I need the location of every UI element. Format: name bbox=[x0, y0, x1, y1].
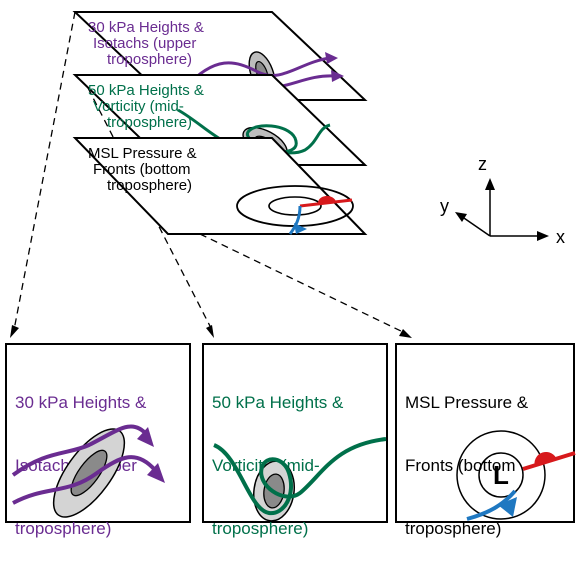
panel-upper: 30 kPa Heights & Isotachs (upper troposp… bbox=[5, 343, 191, 538]
stacked-layers-diagram: 30 kPa Heights & Isotachs (upper troposp… bbox=[10, 11, 565, 338]
panel-lower-label-line1: MSL Pressure & bbox=[405, 393, 529, 412]
layer-lower-label-line1: MSL Pressure & bbox=[88, 145, 197, 162]
panel-middle: 50 kPa Heights & Vorticity (mid- troposp… bbox=[202, 343, 388, 538]
panel-upper-arrow-2 bbox=[147, 463, 165, 483]
panel-lower-isobar-inner bbox=[478, 452, 524, 498]
z-axis-arrowhead bbox=[485, 178, 495, 190]
arrowhead-upper bbox=[10, 325, 19, 338]
panel-middle-art bbox=[213, 437, 387, 522]
layer-lower-plane bbox=[72, 137, 368, 235]
y-axis bbox=[460, 215, 491, 237]
panel-upper-contour-1 bbox=[11, 424, 149, 477]
upper-height-contour-1 bbox=[183, 56, 331, 90]
layer-upper-label-line3: troposphere) bbox=[107, 51, 192, 68]
panel-middle-contour bbox=[213, 437, 387, 516]
panel-lower-isobar-outer bbox=[456, 430, 546, 520]
projection-arrowheads bbox=[10, 325, 412, 338]
axes-arrowheads bbox=[455, 178, 549, 241]
layer-lower-label-line3: troposphere) bbox=[107, 177, 192, 194]
lower-cold-front bbox=[288, 205, 302, 235]
panel-upper-contour-2 bbox=[12, 455, 157, 505]
x-axis-label: x bbox=[556, 227, 565, 247]
x-axis-arrowhead bbox=[537, 231, 549, 241]
panel-lower-art: L bbox=[456, 430, 576, 521]
panel-lower-low-symbol: L bbox=[493, 460, 509, 490]
arrowhead-lower bbox=[399, 329, 412, 338]
z-axis-label: z bbox=[478, 154, 487, 174]
y-axis-arrowhead bbox=[455, 212, 467, 222]
panel-lower-warm-front-semicircle bbox=[534, 451, 557, 467]
layer-upper-label-line2: Isotachs (upper bbox=[93, 35, 196, 52]
arrowhead-middle bbox=[206, 325, 214, 338]
projection-line-lower bbox=[199, 233, 406, 334]
layer-upper: 30 kPa Heights & Isotachs (upper troposp… bbox=[72, 11, 368, 101]
layer-lower-label-line2: Fronts (bottom bbox=[93, 161, 191, 178]
lower-warm-front-semicircle bbox=[317, 195, 336, 204]
panel-upper-art bbox=[11, 424, 165, 518]
upper-arrowhead-2 bbox=[331, 70, 344, 82]
layer-lower: MSL Pressure & Fronts (bottom tropospher… bbox=[72, 137, 368, 235]
layer-middle-label-line2: Vorticity (mid- bbox=[93, 98, 184, 115]
layer-middle-label-line1: 50 kPa Heights & bbox=[88, 82, 204, 99]
panel-middle-label-line1: 50 kPa Heights & bbox=[212, 393, 344, 412]
layer-middle-label-line3: troposphere) bbox=[107, 114, 192, 131]
panel-lower-cold-front-triangle bbox=[498, 497, 517, 517]
panel-lower: MSL Pressure & Fronts (bottom tropospher… bbox=[395, 343, 576, 538]
y-axis-label: y bbox=[440, 196, 449, 216]
upper-arrowhead-1 bbox=[325, 52, 338, 64]
layer-upper-label-line1: 30 kPa Heights & bbox=[88, 19, 204, 36]
panel-upper-label-line1: 30 kPa Heights & bbox=[15, 393, 147, 412]
axes-indicator bbox=[460, 186, 540, 237]
panel-upper-arrow-1 bbox=[137, 427, 154, 447]
projection-line-upper bbox=[13, 11, 76, 331]
lower-isobar-inner bbox=[268, 196, 322, 216]
lower-cold-front-triangle bbox=[294, 223, 307, 234]
panel-lower-label-line2: Fronts (bottom bbox=[405, 456, 516, 475]
panel-lower-cold-front bbox=[466, 489, 517, 521]
